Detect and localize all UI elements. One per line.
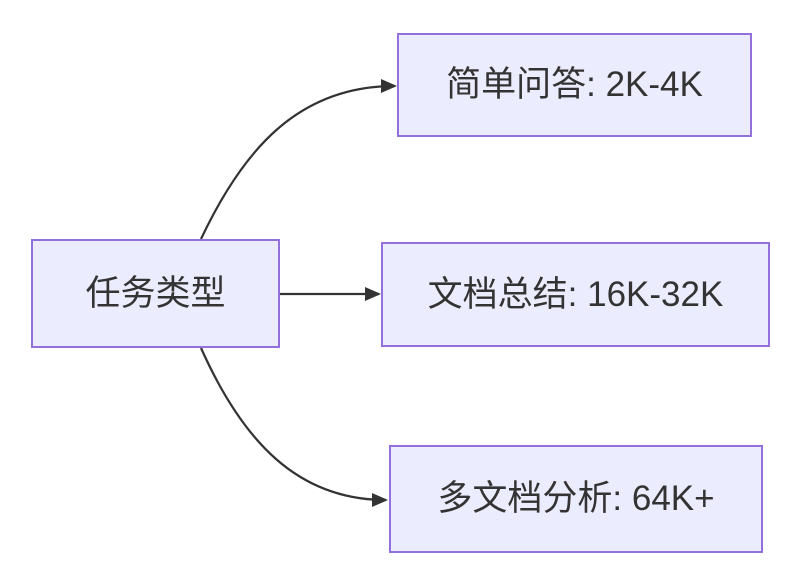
node-doc-summary-label: 文档总结: 16K-32K — [427, 274, 724, 314]
edge-task-to-simple-qa — [200, 79, 397, 240]
node-multi-doc-label: 多文档分析: 64K+ — [437, 479, 715, 518]
edge-task-to-multi-doc — [199, 347, 388, 507]
node-multi-doc: 多文档分析: 64K+ — [389, 445, 763, 553]
node-doc-summary: 文档总结: 16K-32K — [381, 242, 770, 347]
node-simple-qa: 简单问答: 2K-4K — [397, 33, 752, 137]
node-simple-qa-label: 简单问答: 2K-4K — [446, 65, 703, 104]
node-task-type-label: 任务类型 — [85, 273, 226, 313]
node-task-type: 任务类型 — [31, 239, 280, 348]
